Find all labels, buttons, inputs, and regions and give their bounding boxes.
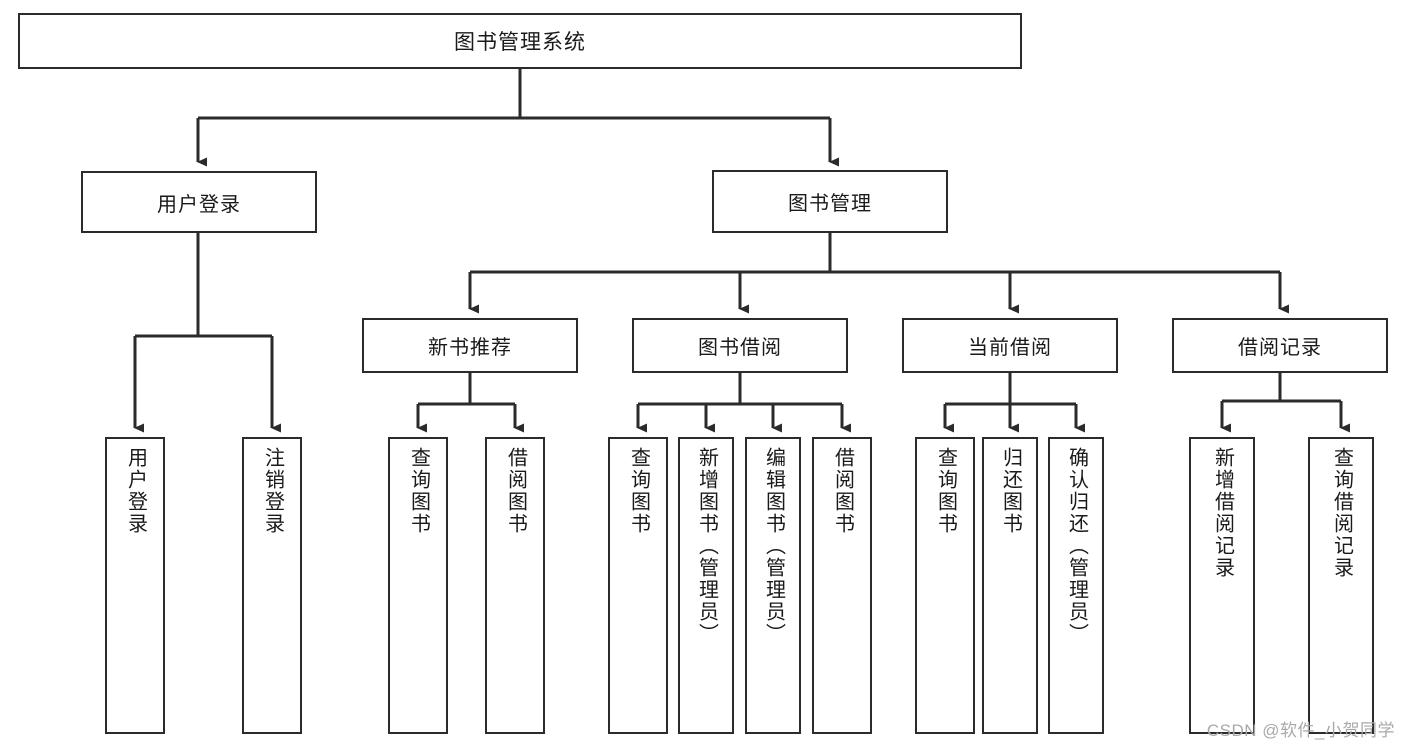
node-label: 编辑图书（管理员） — [762, 447, 785, 645]
node-leaf-add-book-admin[interactable]: 新增图书（管理员） — [678, 437, 734, 734]
node-label: 查询图书 — [407, 447, 430, 535]
watermark-credit: CSDN @软件_小贺同学 — [1206, 721, 1395, 740]
node-leaf-return-book[interactable]: 归还图书 — [982, 437, 1038, 734]
node-label: 新增借阅记录 — [1211, 447, 1234, 579]
node-label: 新增图书（管理员） — [695, 447, 718, 645]
node-leaf-query-borrow-record[interactable]: 查询借阅记录 — [1308, 437, 1374, 734]
node-leaf-borrow-book-rec[interactable]: 借阅图书 — [485, 437, 545, 734]
node-label: 借阅图书 — [831, 447, 854, 535]
node-book-management[interactable]: 图书管理 — [712, 170, 948, 233]
node-leaf-confirm-return-admin[interactable]: 确认归还（管理员） — [1048, 437, 1104, 734]
node-label: 确认归还（管理员） — [1065, 447, 1088, 645]
node-leaf-add-borrow-record[interactable]: 新增借阅记录 — [1189, 437, 1255, 734]
node-current-borrow[interactable]: 当前借阅 — [902, 318, 1118, 373]
node-label: 图书借阅 — [698, 337, 782, 359]
node-label: 当前借阅 — [968, 337, 1052, 359]
node-label: 借阅图书 — [504, 447, 527, 535]
node-leaf-edit-book-admin[interactable]: 编辑图书（管理员） — [745, 437, 801, 734]
node-label: 用户登录 — [157, 193, 241, 216]
node-leaf-query-book-current[interactable]: 查询图书 — [915, 437, 975, 734]
node-label: 注销登录 — [261, 447, 284, 535]
node-label: 归还图书 — [999, 447, 1022, 535]
node-user-login[interactable]: 用户登录 — [81, 171, 317, 233]
node-label: 查询图书 — [934, 447, 957, 535]
node-leaf-query-book-borrow[interactable]: 查询图书 — [608, 437, 668, 734]
node-book-borrow[interactable]: 图书借阅 — [632, 318, 848, 373]
node-leaf-user-login[interactable]: 用户登录 — [105, 437, 165, 734]
node-leaf-query-book-rec[interactable]: 查询图书 — [388, 437, 448, 734]
node-book-management-system[interactable]: 图书管理系统 — [18, 13, 1022, 69]
node-label: 用户登录 — [124, 447, 147, 535]
node-label: 新书推荐 — [428, 337, 512, 359]
node-borrow-record[interactable]: 借阅记录 — [1172, 318, 1388, 373]
node-label: 图书管理 — [788, 193, 872, 215]
node-label: 查询借阅记录 — [1330, 447, 1353, 579]
node-leaf-borrow-book[interactable]: 借阅图书 — [812, 437, 872, 734]
node-leaf-logout-login[interactable]: 注销登录 — [242, 437, 302, 734]
node-new-book-recommend[interactable]: 新书推荐 — [362, 318, 578, 373]
node-label: 借阅记录 — [1238, 337, 1322, 359]
node-label: 图书管理系统 — [454, 31, 586, 54]
node-label: 查询图书 — [627, 447, 650, 535]
